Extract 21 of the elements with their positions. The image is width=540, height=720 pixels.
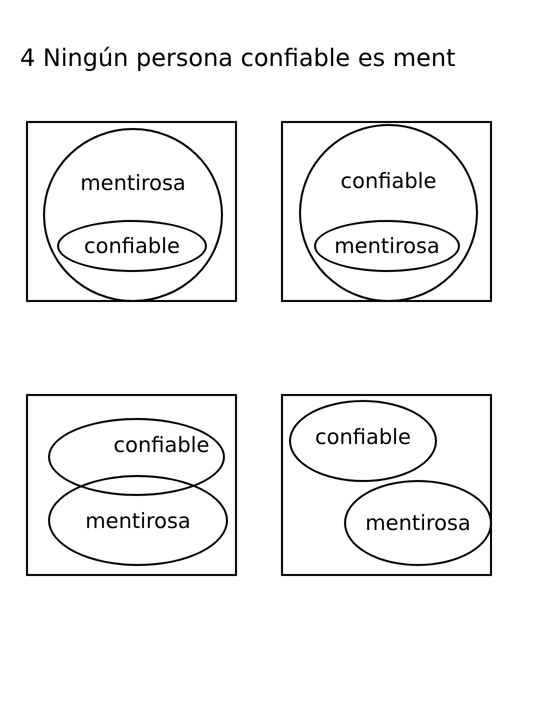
set-ellipse (289, 400, 437, 482)
set-ellipse (344, 480, 492, 566)
frame-box (26, 121, 237, 302)
set-label: confiable (112, 432, 210, 458)
set-label: mentirosa (84, 508, 192, 534)
set-label: mentirosa (364, 510, 472, 536)
frame-box (281, 394, 492, 576)
set-label: confiable (314, 424, 412, 450)
set-ellipse (57, 220, 207, 272)
set-label: mentirosa (333, 233, 441, 259)
set-label: mentirosa (79, 170, 187, 196)
title: 4 Ningún persona confiable es ment (20, 44, 456, 72)
set-ellipse (43, 128, 223, 302)
frame-box (26, 394, 237, 576)
set-ellipse (314, 220, 460, 272)
set-ellipse (48, 475, 228, 566)
set-ellipse (48, 418, 225, 496)
set-label: confiable (340, 168, 438, 194)
frame-box (281, 121, 492, 302)
set-ellipse (299, 124, 478, 302)
set-label: confiable (83, 233, 181, 259)
